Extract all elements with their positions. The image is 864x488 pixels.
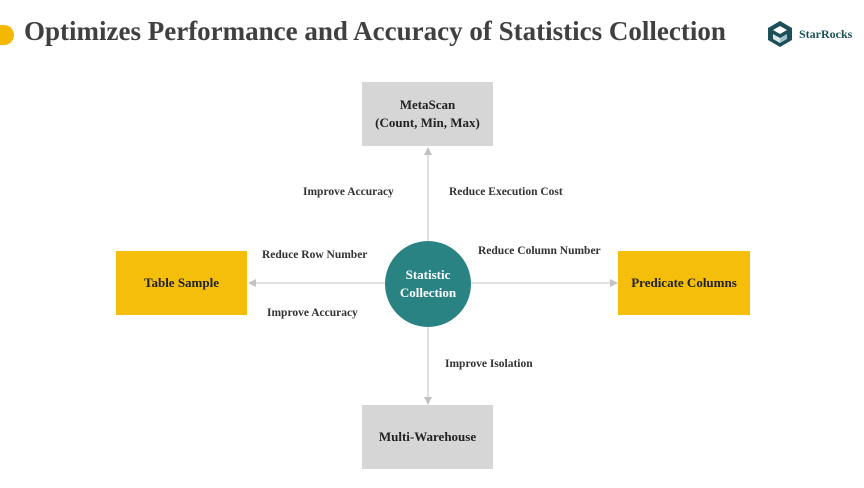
starrocks-logo: StarRocks [767, 20, 852, 48]
edge-label-top-left: Improve Accuracy [303, 186, 394, 198]
node-table-sample: Table Sample [116, 251, 247, 315]
center-line2: Collection [399, 285, 457, 300]
node-table-sample-label: Table Sample [143, 275, 219, 291]
node-multi-warehouse-label: Multi-Warehouse [378, 429, 477, 445]
edge-label-left-top: Reduce Row Number [262, 249, 368, 261]
node-metascan: MetaScan (Count, Min, Max) [362, 82, 493, 146]
starrocks-logo-icon [768, 21, 792, 47]
edge-label-bottom-right: Improve Isolation [445, 358, 533, 370]
logo-text: StarRocks [799, 26, 853, 41]
center-line1: Statistic [405, 267, 451, 283]
edge-label-right-top: Reduce Column Number [478, 245, 601, 257]
edge-label-top-right: Reduce Execution Cost [449, 186, 563, 198]
edge-label-left-bottom: Improve Accuracy [267, 307, 358, 319]
node-predicate-columns: Predicate Columns [618, 251, 750, 315]
node-multi-warehouse: Multi-Warehouse [362, 405, 493, 469]
title-accent-tab [0, 25, 14, 45]
node-metascan-line1: MetaScan [399, 97, 456, 113]
slide-title: Optimizes Performance and Accuracy of St… [24, 16, 726, 46]
center-statistic-collection: Statistic Collection [385, 241, 471, 327]
node-predicate-columns-label: Predicate Columns [631, 275, 737, 291]
node-metascan-line2: (Count, Min, Max) [375, 115, 480, 130]
